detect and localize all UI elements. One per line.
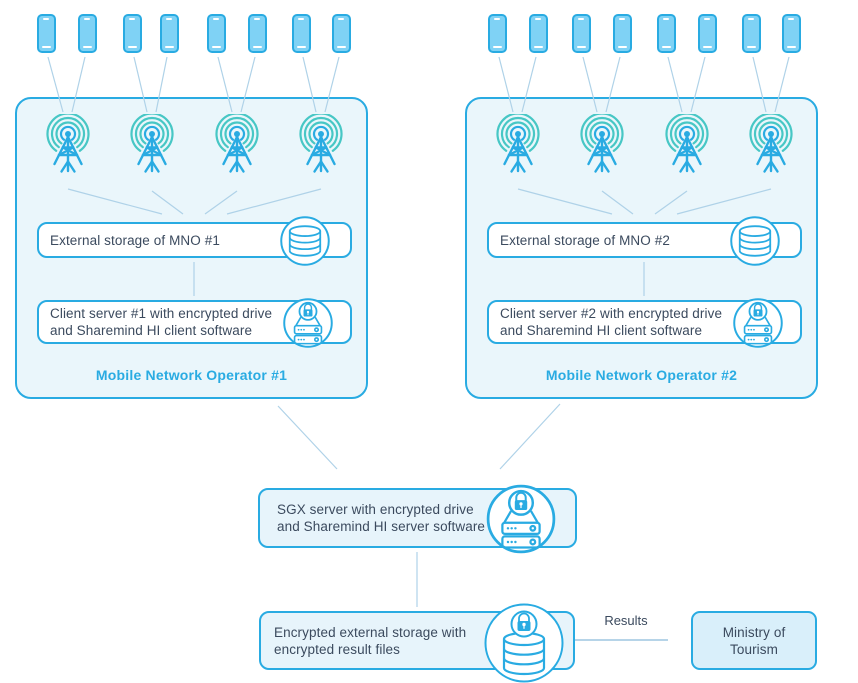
phone-icon xyxy=(741,14,761,53)
cell-tower-icon xyxy=(126,114,178,176)
encrypted-storage-line1: Encrypted external storage with xyxy=(274,624,467,640)
mno1-client-server-line1: Client server #1 with encrypted drive xyxy=(50,306,273,321)
phone-icon xyxy=(159,14,179,53)
cell-tower-icon xyxy=(492,114,544,176)
encrypted-database-icon xyxy=(484,603,564,683)
cell-tower-icon xyxy=(576,114,628,176)
mno2-external-storage-label: External storage of MNO #2 xyxy=(500,232,670,248)
phone-icon xyxy=(697,14,717,53)
phone-icon xyxy=(612,14,632,53)
mno1-client-server-line2: and Sharemind HI client software xyxy=(50,323,253,338)
cell-tower-icon xyxy=(211,114,263,176)
ministry-line1: Ministry of xyxy=(722,624,786,640)
cell-tower-icon xyxy=(42,114,94,176)
phone-icon xyxy=(122,14,142,53)
phone-icon xyxy=(247,14,267,53)
phone-icon xyxy=(571,14,591,53)
sgx-server-label: SGX server with encrypted drive and Share… xyxy=(277,501,485,535)
results-label: Results xyxy=(604,613,648,628)
phone-icon xyxy=(656,14,676,53)
mno1-title: Mobile Network Operator #1 xyxy=(95,367,288,383)
mno1-client-server-label: Client server #1 with encrypted drive and… xyxy=(39,305,272,339)
mno2-client-server-label: Client server #2 with encrypted drive and… xyxy=(489,305,722,339)
database-icon xyxy=(279,215,331,267)
mno2-title: Mobile Network Operator #2 xyxy=(545,367,738,383)
phone-icon xyxy=(781,14,801,53)
phone-icon xyxy=(528,14,548,53)
phone-icon xyxy=(487,14,507,53)
database-icon xyxy=(729,215,781,267)
encrypted-storage-line2: encrypted result files xyxy=(274,641,401,657)
sgx-server-line1: SGX server with encrypted drive xyxy=(277,502,474,517)
phone-icon xyxy=(331,14,351,53)
phone-icon xyxy=(206,14,226,53)
encrypted-server-icon xyxy=(485,483,557,555)
mno1-external-storage-label: External storage of MNO #1 xyxy=(50,232,220,248)
phone-icon xyxy=(77,14,97,53)
encrypted-server-icon xyxy=(732,297,784,349)
cell-tower-icon xyxy=(661,114,713,176)
mno2-client-server-line1: Client server #2 with encrypted drive xyxy=(500,306,723,321)
ministry-line2: Tourism xyxy=(730,641,778,657)
cell-tower-icon xyxy=(295,114,347,176)
sgx-server-line2: and Sharemind HI server software xyxy=(277,519,486,534)
mno2-client-server-line2: and Sharemind HI client software xyxy=(500,323,703,338)
phone-icon xyxy=(36,14,56,53)
encrypted-server-icon xyxy=(282,297,334,349)
cell-tower-icon xyxy=(745,114,797,176)
phone-icon xyxy=(291,14,311,53)
